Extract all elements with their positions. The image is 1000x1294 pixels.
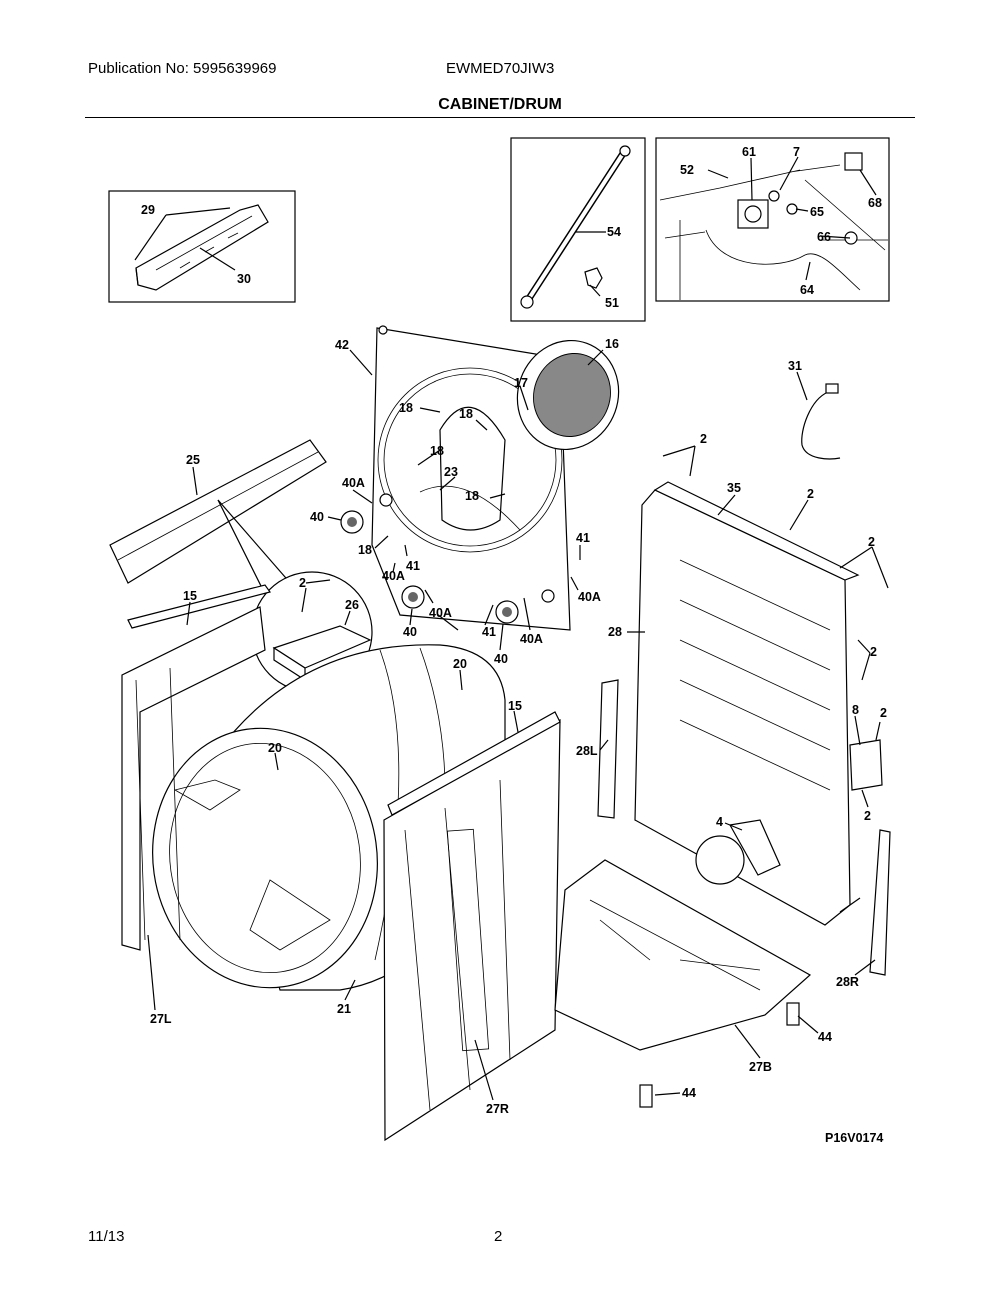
callout-label: 61 [742,145,756,159]
publication-number: Publication No: 5995639969 [88,60,277,77]
callout-label: 18 [399,401,413,415]
callout-label: 26 [345,598,359,612]
callout-label: 65 [810,205,824,219]
callout-label: 44 [682,1086,696,1100]
callout-label: 27R [486,1102,509,1116]
access-panel-8 [849,739,883,791]
diagram-code: P16V0174 [825,1131,883,1145]
callout-label: 4 [716,815,723,829]
bracket-28r [869,829,891,976]
callout-label: 28R [836,975,859,989]
callout-label: 15 [183,589,197,603]
publication-date: 11/13 [88,1228,125,1245]
callout-label: 64 [800,283,814,297]
callout-label: 18 [459,407,473,421]
rear-panel [634,481,860,926]
drum-rollers [340,510,519,624]
baffle-part [135,204,269,291]
callout-label: 18 [465,489,479,503]
callout-label: 28L [576,744,598,758]
header-rule [85,117,915,118]
callout-label: 52 [680,163,694,177]
callout-labels: 29 30 54 51 52 61 7 68 65 66 64 42 16 17… [141,145,887,1116]
inset-box-baffle [108,190,296,303]
callout-label: 42 [335,338,349,352]
callout-label: 40A [342,476,365,490]
callout-label: 25 [186,453,200,467]
callout-label: 54 [607,225,621,239]
right-side-panel [383,711,561,1142]
leader-lines [134,156,889,1101]
callout-label: 40A [520,632,543,646]
callout-label: 40 [403,625,417,639]
page-title: CABINET/DRUM [438,96,562,113]
water-valve-part [659,152,888,300]
callout-label: 2 [870,645,877,659]
callout-label: 27B [749,1060,772,1074]
callout-label: 2 [807,487,814,501]
leveling-feet [639,1002,800,1108]
callout-label: 2 [299,576,306,590]
bracket-28l [597,679,619,819]
callout-label: 27L [150,1012,172,1026]
callout-label: 44 [818,1030,832,1044]
callout-label: 2 [700,432,707,446]
callout-label: 28 [608,625,622,639]
callout-label: 18 [358,543,372,557]
left-side-panel [121,584,271,951]
callout-label: 20 [453,657,467,671]
inset-box-valve [655,137,890,302]
model-number: EWMED70JIW3 [446,60,555,77]
callout-label: 16 [605,337,619,351]
callout-label: 41 [406,559,420,573]
callout-label: 15 [508,699,522,713]
callout-label: 18 [430,444,444,458]
inset-box-hose [510,137,646,322]
lint-filter-housing [516,339,620,451]
callout-label: 35 [727,481,741,495]
callout-label: 20 [268,741,282,755]
callout-label: 41 [482,625,496,639]
power-cord [801,383,841,460]
callout-label: 8 [852,703,859,717]
callout-label: 40A [429,606,452,620]
callout-label: 68 [868,196,882,210]
callout-label: 2 [864,809,871,823]
callout-label: 7 [793,145,800,159]
callout-label: 51 [605,296,619,310]
callout-label: 40 [310,510,324,524]
base-pan [554,859,812,1051]
callout-label: 40A [382,569,405,583]
callout-label: 17 [514,376,528,390]
callout-label: 29 [141,203,155,217]
callout-label: 21 [337,1002,351,1016]
callout-label: 66 [817,230,831,244]
page-number: 2 [494,1228,503,1245]
callout-label: 41 [576,531,590,545]
callout-label: 2 [880,706,887,720]
callout-label: 23 [444,465,458,479]
hose-part [520,145,631,309]
callout-label: 40A [578,590,601,604]
callout-label: 30 [237,272,251,286]
callout-label: 2 [868,535,875,549]
callout-label: 31 [788,359,802,373]
top-bracket [109,439,327,584]
callout-label: 40 [494,652,508,666]
